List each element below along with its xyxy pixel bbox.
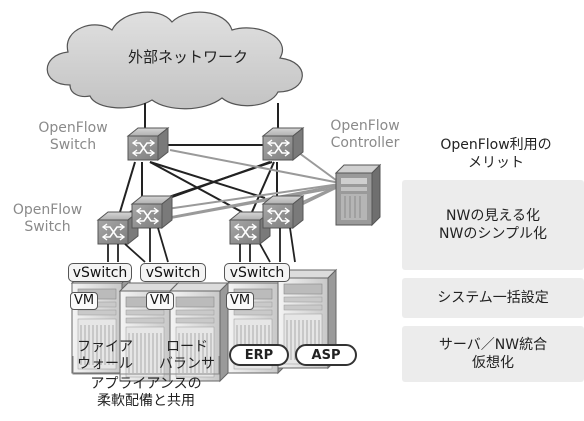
asp-badge: ASP (295, 344, 357, 366)
vm-label-3: VM (226, 292, 255, 310)
openflow-switch-label-top: OpenFlow Switch (22, 120, 124, 154)
appliance-bracket (72, 356, 220, 375)
openflow-switch-top-right (262, 127, 304, 161)
vm-label-2: VM (146, 292, 175, 310)
label-line: ウォール (77, 356, 133, 372)
openflow-controller-label: OpenFlow Controller (310, 118, 420, 152)
label-line: バランサ (159, 356, 215, 372)
loadbalancer-label: ロード バランサ (155, 339, 219, 373)
benefit-box-visibility: NWの見える化 NWのシンプル化 (402, 180, 584, 270)
openflow-switch-label-mid: OpenFlow Switch (0, 202, 95, 236)
caption-line: 柔軟配備と共用 (97, 393, 195, 409)
vm-label-1: VM (70, 292, 99, 310)
benefit-box-virtualization: サーバ／NW統合 仮想化 (402, 326, 584, 382)
openflow-switch-mid-4 (262, 195, 304, 229)
label-line: Switch (24, 219, 71, 235)
openflow-switch-top-left (127, 127, 169, 161)
cloud-label: 外部ネットワーク (127, 48, 248, 66)
benefit-line: 仮想化 (472, 355, 514, 371)
openflow-controller-server (334, 163, 382, 227)
label-line: OpenFlow (12, 202, 83, 218)
openflow-switch-mid-2 (131, 195, 173, 229)
firewall-label: ファイア ウォール (77, 339, 133, 373)
external-network-cloud (46, 11, 303, 110)
vswitch-label-2: vSwitch (140, 263, 206, 282)
label-line: OpenFlow (330, 118, 400, 134)
label-line: Switch (49, 137, 97, 153)
label-line: OpenFlow (38, 120, 108, 136)
caption-line: アプライアンスの (90, 376, 202, 392)
benefits-title: OpenFlow利用の メリット (408, 136, 584, 172)
title-line: メリット (468, 155, 524, 171)
benefit-box-bulk-config: システム一括設定 (402, 278, 584, 318)
appliance-caption: アプライアンスの 柔軟配備と共用 (66, 376, 226, 410)
vswitch-label-3: vSwitch (224, 263, 290, 282)
title-line: OpenFlow利用の (440, 137, 552, 153)
label-line: ファイア (77, 339, 133, 355)
label-line: ロード (166, 339, 208, 355)
label-line: Controller (330, 135, 400, 151)
benefit-line: NWのシンプル化 (439, 226, 547, 242)
vswitch-label-1: vSwitch (68, 263, 132, 282)
benefit-line: NWの見える化 (446, 208, 540, 224)
benefit-line: サーバ／NW統合 (438, 337, 548, 353)
benefit-line: システム一括設定 (437, 290, 549, 306)
erp-badge: ERP (229, 344, 289, 366)
